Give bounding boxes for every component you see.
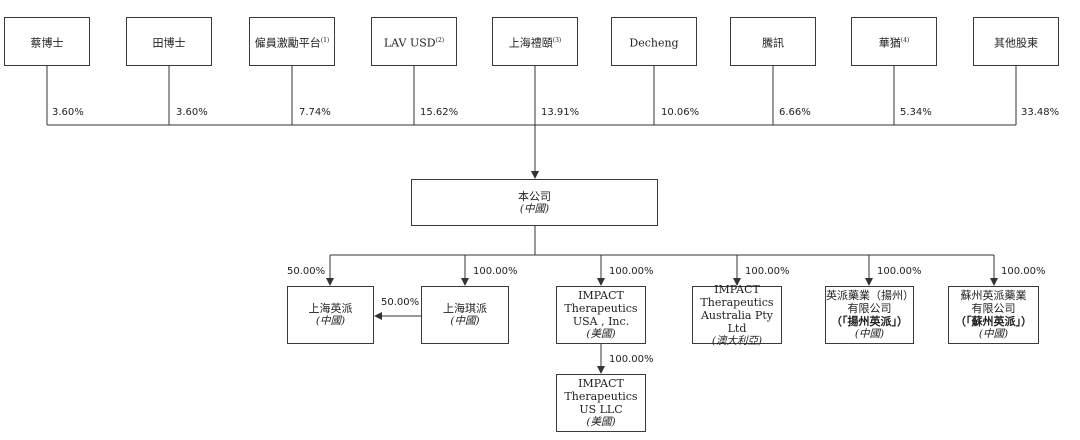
shareholder-name: 華猶 [878, 36, 901, 50]
shareholder-box-huayou: 華猶(4) [851, 17, 937, 66]
pct-sh-qipai: 100.00% [473, 266, 518, 277]
pct-qipai-to-yingpai: 50.00% [381, 297, 420, 308]
shareholder-box-shanghai-liyi: 上海禮頤(3) [492, 17, 578, 66]
subsidiary-name-line: USA , Inc. [572, 315, 630, 328]
shareholder-name: 其他股東 [994, 36, 1038, 50]
subsidiary-place: (中國) [978, 328, 1009, 340]
shareholding-pct: 3.60% [176, 107, 208, 118]
shareholding-pct: 3.60% [52, 107, 84, 118]
subsidiary-box-yz-yingpai: 英派藥業（揚州） 有限公司 （「揚州英派」） (中國) [825, 286, 914, 344]
company-box: 本公司 (中國) [411, 179, 658, 226]
subsidiary-box-impact-aus: IMPACT Therapeutics Australia Pty Ltd (澳… [692, 282, 782, 347]
footnote-mark: (4) [900, 36, 910, 44]
subsidiary-name-line: Therapeutics [564, 390, 638, 403]
pct-sz-yingpai: 100.00% [1001, 266, 1046, 277]
company-name: 本公司 [518, 189, 551, 203]
subsidiary-name-line: Therapeutics [700, 295, 774, 309]
subsidiary-name-line: 有限公司 [971, 302, 1016, 315]
subsidiary-place: (美國) [586, 416, 616, 428]
shareholder-box-dr-tian: 田博士 [126, 17, 212, 66]
subsidiary-name-line: IMPACT [578, 289, 624, 302]
subsidiary-name-line: US LLC [579, 403, 623, 416]
subsidiary-name-line: 英派藥業（揚州） [826, 289, 914, 302]
subsidiary-box-impact-us-llc: IMPACT Therapeutics US LLC (美國) [556, 374, 646, 432]
shareholder-box-lav-usd: LAV USD(2) [371, 17, 457, 66]
subsidiary-name-line: IMPACT [714, 282, 760, 296]
subsidiary-name: 上海英派 [308, 302, 353, 315]
shareholder-name: Decheng [629, 36, 679, 50]
shareholder-name: 上海禮頤 [508, 36, 553, 50]
shareholding-pct: 7.74% [299, 107, 331, 118]
pct-sh-yingpai: 50.00% [287, 266, 326, 277]
pct-impact-aus: 100.00% [745, 266, 790, 277]
pct-impact-usa: 100.00% [609, 266, 654, 277]
shareholder-name: 僱員激勵平台 [254, 36, 321, 50]
shareholder-box-dr-cai: 蔡博士 [4, 17, 90, 66]
shareholder-box-other: 其他股東 [973, 17, 1059, 66]
shareholding-pct: 13.91% [541, 107, 580, 118]
company-place: (中國) [519, 202, 550, 215]
shareholding-pct: 6.66% [779, 107, 811, 118]
subsidiary-name: 上海琪派 [443, 302, 487, 315]
pct-yz-yingpai: 100.00% [877, 266, 922, 277]
shareholder-name: 蔡博士 [30, 36, 64, 50]
shareholder-name: 田博士 [152, 36, 186, 50]
subsidiary-place: (美國) [586, 328, 616, 340]
footnote-mark: (3) [552, 36, 562, 44]
footnote-mark: (1) [320, 36, 330, 44]
shareholder-name: 騰訊 [762, 36, 784, 50]
subsidiary-place: (中國) [450, 315, 480, 327]
subsidiary-name-line: 蘇州英派藥業 [960, 289, 1027, 302]
shareholding-pct: 33.48% [1021, 107, 1060, 118]
subsidiary-box-sh-qipai: 上海琪派 (中國) [421, 286, 509, 344]
shareholder-box-tencent: 騰訊 [730, 17, 816, 66]
subsidiary-place: (中國) [315, 315, 346, 327]
subsidiary-box-impact-usa: IMPACT Therapeutics USA , Inc. (美國) [556, 286, 646, 344]
shareholding-pct: 15.62% [420, 107, 459, 118]
footnote-mark: (2) [435, 36, 445, 44]
pct-impact-us-llc: 100.00% [609, 354, 654, 365]
shareholder-box-employee-platform: 僱員激勵平台(1) [249, 17, 335, 66]
shareholder-name: LAV USD [383, 36, 436, 50]
subsidiary-place: (中國) [854, 328, 885, 340]
subsidiary-short-name: （「蘇州英派」） [955, 315, 1032, 328]
subsidiary-name-line: 有限公司 [847, 302, 892, 315]
shareholder-box-decheng: Decheng [611, 17, 697, 66]
subsidiary-name-line: Australia Pty Ltd [700, 308, 774, 335]
shareholding-pct: 5.34% [900, 107, 932, 118]
shareholding-pct: 10.06% [661, 107, 700, 118]
subsidiary-name-line: IMPACT [578, 377, 624, 390]
subsidiary-box-sh-yingpai: 上海英派 (中國) [287, 286, 374, 344]
subsidiary-short-name: （「揚州英派」） [831, 315, 908, 328]
subsidiary-name-line: Therapeutics [564, 302, 638, 315]
subsidiary-place: (澳大利亞) [711, 334, 763, 347]
subsidiary-box-sz-yingpai: 蘇州英派藥業 有限公司 （「蘇州英派」） (中國) [948, 286, 1039, 344]
